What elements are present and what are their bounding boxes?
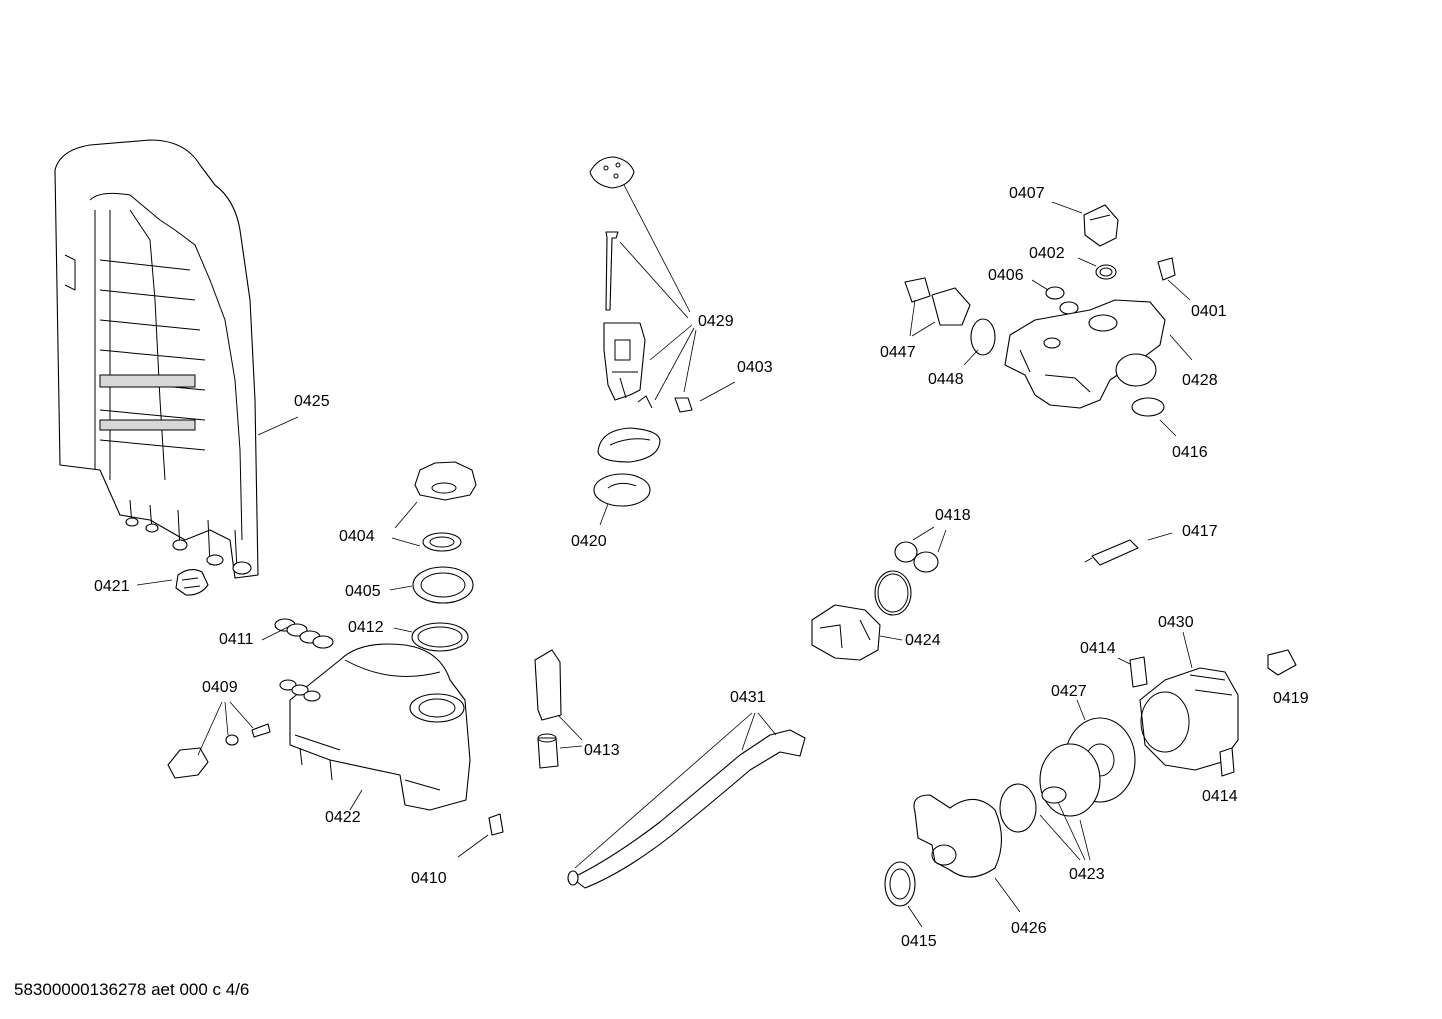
part-0409-valve [167,723,271,779]
part-0431-hose [567,729,806,889]
part-0448-ring [970,318,996,356]
label-0414-bottom: 0414 [1202,788,1238,805]
part-0418-fittings [894,541,939,573]
part-0429-float-housing [603,322,653,409]
label-0427: 0427 [1051,683,1087,700]
label-0406: 0406 [988,267,1024,284]
part-0421-clip [175,569,209,596]
label-0403: 0403 [737,359,773,376]
part-0404-cap [414,461,477,501]
label-0447: 0447 [880,344,916,361]
part-0405-seal [422,532,462,552]
label-0425: 0425 [294,393,330,410]
part-0414-clip-b [1219,747,1235,777]
part-0407-connector [1083,204,1119,247]
label-0415: 0415 [901,933,937,950]
label-0411: 0411 [219,631,254,648]
label-0416: 0416 [1172,444,1208,461]
part-0429-float-rod [605,231,619,311]
part-0423-seals [999,743,1101,833]
label-0430: 0430 [1158,614,1194,631]
drawing-id-footer: 58300000136278 aet 000 c 4/6 [14,980,250,999]
part-0405-ring [412,566,474,604]
label-0423: 0423 [1069,866,1105,883]
label-0420: 0420 [571,533,607,550]
label-0424: 0424 [905,632,941,649]
label-0421: 0421 [94,578,130,595]
label-0401: 0401 [1191,303,1227,320]
part-0406-orings [1045,286,1079,315]
label-0417: 0417 [1182,523,1218,540]
label-0409: 0409 [202,679,238,696]
part-0447-valve [904,277,971,326]
part-0415-seal-ring [884,861,916,907]
part-0424-pump-motor [811,604,881,661]
part-0428-valve-block [1004,299,1166,409]
part-labels: 0407 0402 0406 0401 0447 0448 0428 0416 … [94,185,1309,950]
label-0402: 0402 [1029,245,1065,262]
part-0430-heater-pump [1139,667,1239,771]
label-0422: 0422 [325,809,361,826]
label-0407: 0407 [1009,185,1045,202]
part-0412-ring [411,622,469,652]
part-0424-pump-ring [874,570,912,616]
label-0419: 0419 [1273,690,1309,707]
part-0417-rod [1084,539,1139,566]
part-0420-float-disc [593,473,651,507]
label-0414-top: 0414 [1080,640,1116,657]
label-0431: 0431 [730,689,766,706]
part-0416-clamp [1131,397,1165,417]
label-0410: 0410 [411,870,447,887]
part-0410-clip [488,813,504,836]
label-0429: 0429 [698,313,734,330]
part-0414-clip-a [1129,656,1148,688]
label-0448: 0448 [928,371,964,388]
label-0412: 0412 [348,619,384,636]
part-0403-clip [674,397,693,413]
label-0404: 0404 [339,528,375,545]
part-0426-pump-housing [913,794,1003,878]
part-0422-softener [279,643,471,811]
label-0413: 0413 [584,742,620,759]
label-0418: 0418 [935,507,971,524]
part-0413-cylinder [534,649,562,769]
part-0401-sensor [1157,257,1176,281]
label-0426: 0426 [1011,920,1047,937]
part-0411-orings [274,618,334,649]
part-0429-float-cap [589,156,635,189]
label-0405: 0405 [345,583,381,600]
part-0425-heat-exchanger [54,139,259,579]
part-0419-connector [1267,649,1297,676]
label-0428: 0428 [1182,372,1218,389]
part-0429-float-lid [597,427,661,463]
part-0402-oring [1095,264,1117,280]
